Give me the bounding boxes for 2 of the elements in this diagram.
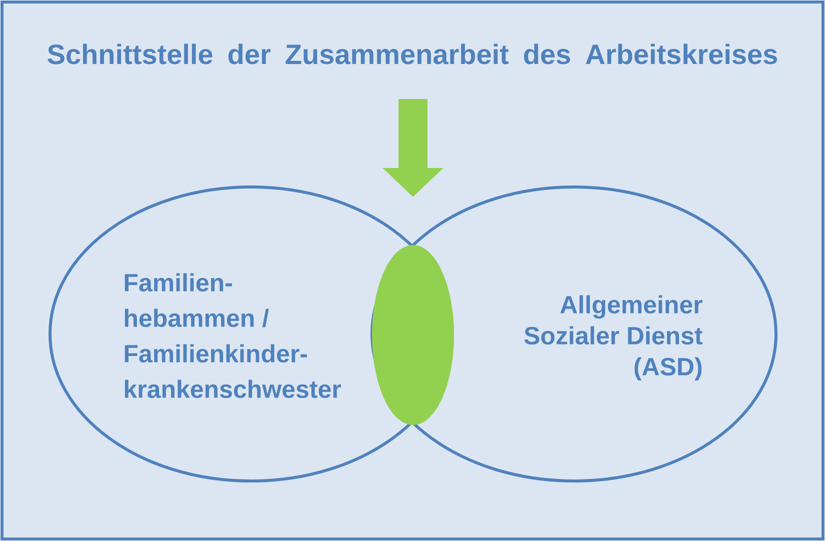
title: Schnittstelle der Zusammenarbeit des Arbeitskreises: [48, 44, 777, 64]
overlap-ellipse: [372, 245, 454, 425]
